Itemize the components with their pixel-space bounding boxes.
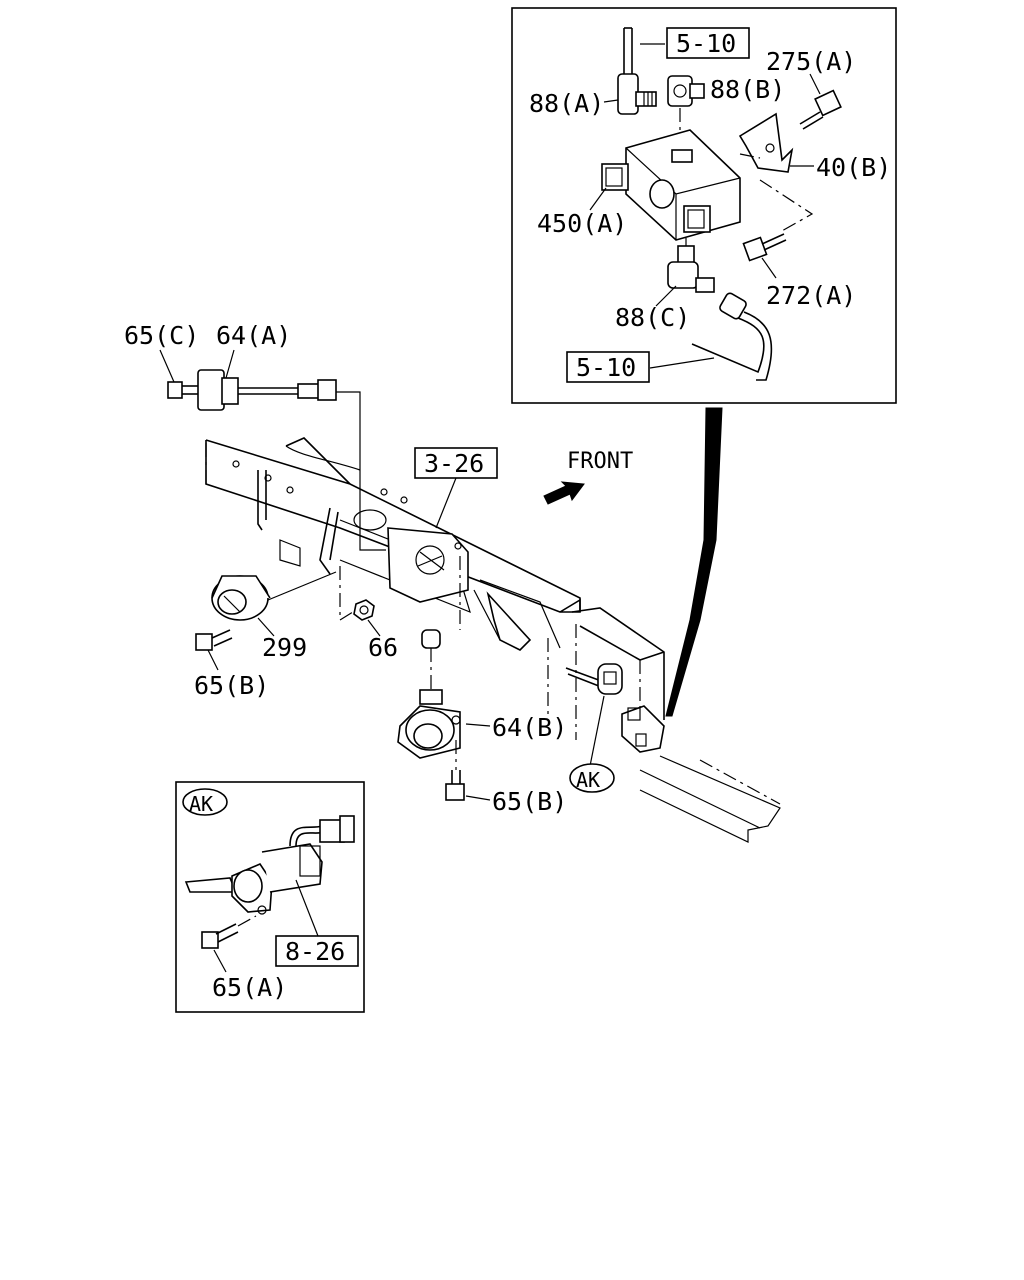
part-label-65c: 65(C) (124, 321, 199, 350)
ref-box-3-26 (414, 447, 498, 479)
ref-box-5-10-top (666, 27, 750, 59)
part-label-64b: 64(B) (492, 713, 567, 742)
part-label-88b: 88(B) (710, 75, 785, 104)
ak-callout-circle (569, 763, 615, 793)
ref-box-8-26 (275, 935, 359, 967)
front-arrow-icon (543, 481, 585, 505)
bolt-65a (201, 923, 239, 949)
detail-leader-thick (665, 407, 723, 717)
ref-label-8-26: 8-26 (285, 937, 345, 966)
ak-component-detail (184, 815, 355, 915)
sensor-64a (197, 369, 337, 411)
ak-detail-circle (182, 788, 228, 816)
part-label-66: 66 (368, 633, 398, 662)
frame-end-box (571, 607, 665, 720)
bolt-65b-bottom (445, 770, 465, 801)
part-label-275a: 275(A) (766, 47, 856, 76)
bolt-65c (167, 381, 198, 399)
fitting-88c (667, 245, 715, 293)
fitting-88b (667, 75, 705, 107)
sensor-64a-harness-line (336, 391, 386, 551)
ref-label-3-26: 3-26 (424, 449, 484, 478)
lower-rail (639, 755, 781, 843)
part-label-450a: 450(A) (537, 209, 627, 238)
part-label-88c: 88(C) (615, 303, 690, 332)
ak-component-on-frame (565, 663, 623, 695)
bolt-65b-left (195, 629, 233, 651)
ak-detail-label: AK (189, 792, 213, 816)
part-label-40b: 40(B) (816, 153, 891, 182)
bracket-40b (738, 112, 794, 173)
part-label-299: 299 (262, 633, 307, 662)
frame-rail (205, 437, 581, 651)
ak-callout-label: AK (576, 768, 600, 792)
front-label: FRONT (567, 449, 633, 474)
valve-block-450a (601, 129, 741, 241)
bolt-272a (742, 233, 787, 262)
ref-label-5-10-top: 5-10 (676, 29, 736, 58)
nut-66 (353, 599, 375, 621)
part-label-272a: 272(A) (766, 281, 856, 310)
fitting-88a (617, 73, 657, 115)
sensor-64b (397, 629, 461, 759)
sensor-299 (211, 575, 271, 621)
part-label-64a: 64(A) (216, 321, 291, 350)
part-label-88a: 88(A) (529, 89, 604, 118)
part-label-65b-bottom: 65(B) (492, 787, 567, 816)
pipe-bottom (691, 292, 773, 381)
part-label-65b-left: 65(B) (194, 671, 269, 700)
ref-label-5-10-bottom: 5-10 (576, 353, 636, 382)
valve-on-frame (621, 705, 665, 753)
pipe-stub-top (623, 27, 633, 74)
part-label-65a: 65(A) (212, 973, 287, 1002)
bolt-275a (799, 89, 842, 130)
crossmember-bracket (387, 527, 469, 603)
ref-box-5-10-bottom (566, 351, 650, 383)
